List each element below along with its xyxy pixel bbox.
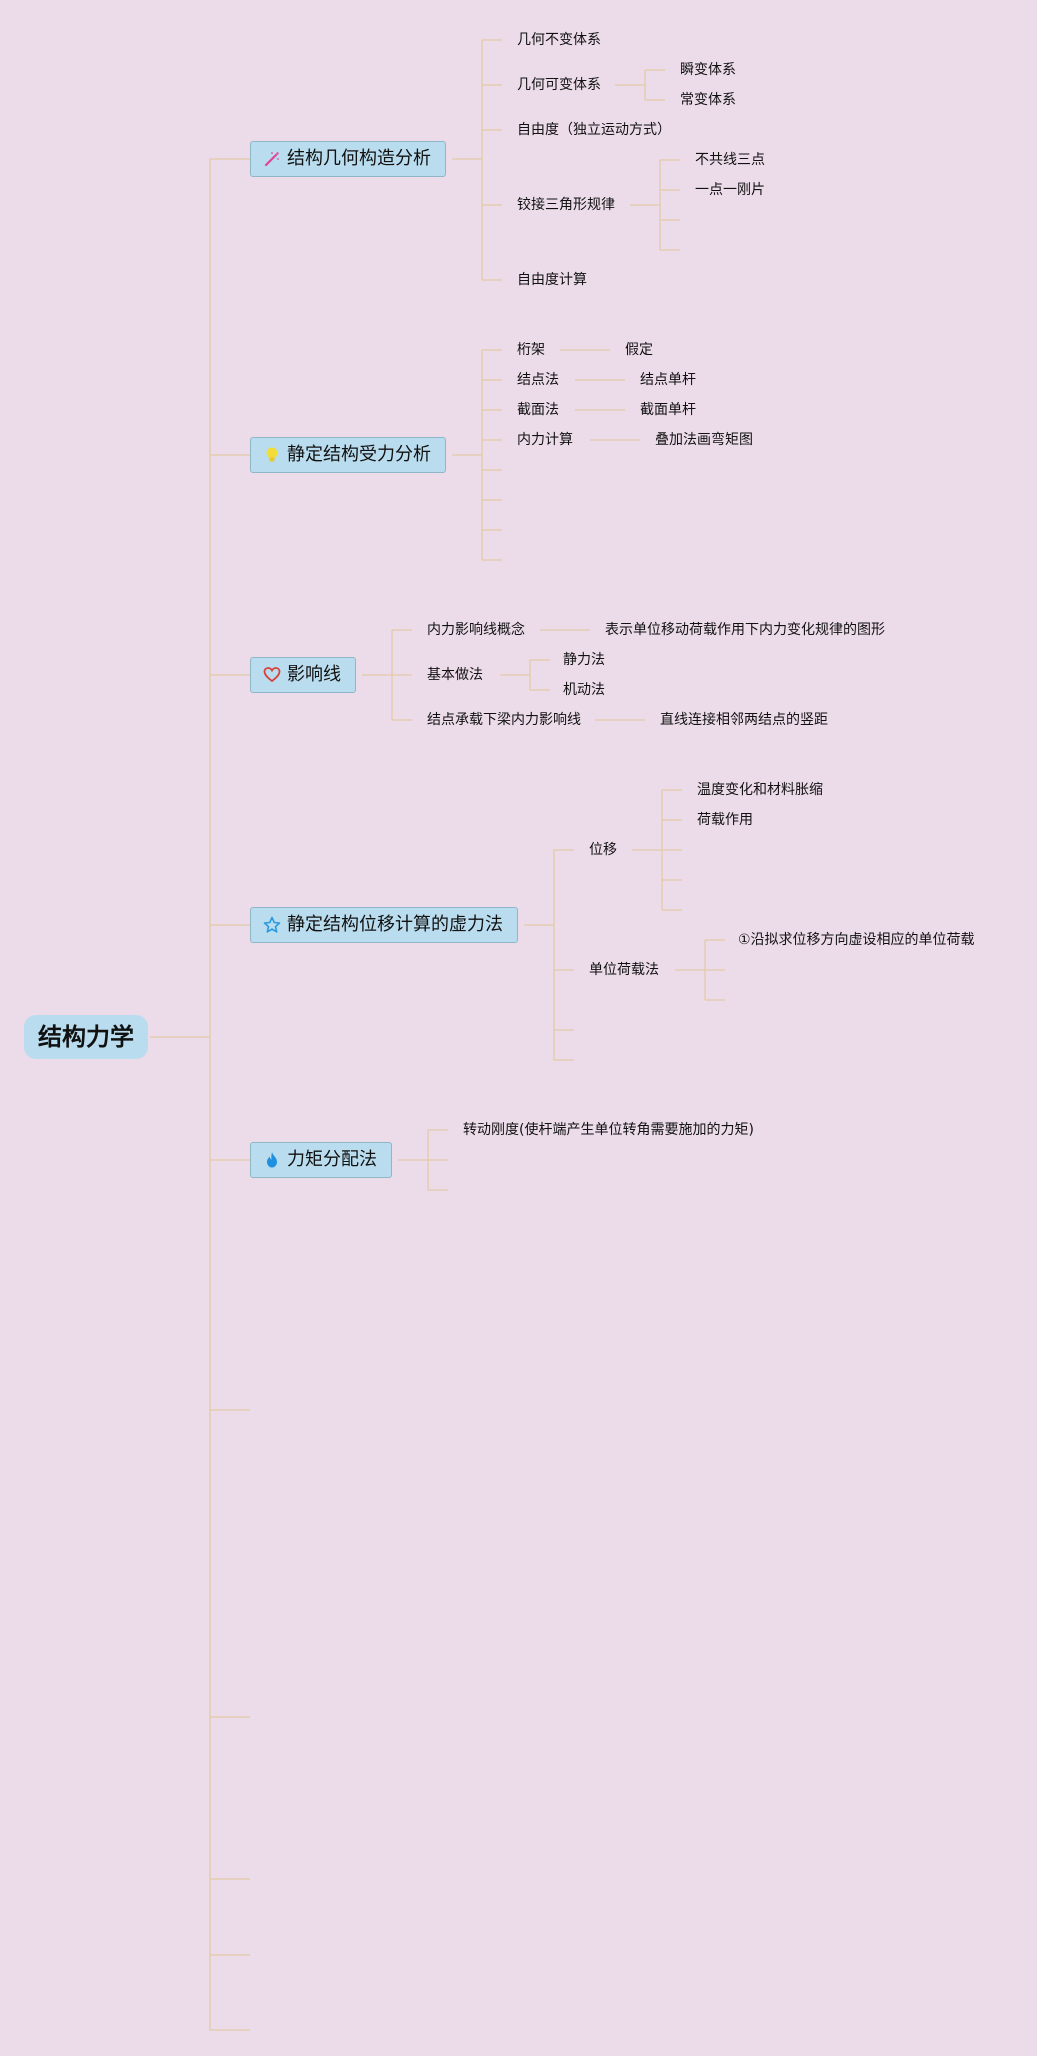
subtopic-label[interactable]: 单位荷载法 xyxy=(589,962,659,978)
topic-virtual-force-method[interactable]: 静定结构位移计算的虚力法 xyxy=(250,907,518,943)
subtopic-label[interactable]: 铰接三角形规律 xyxy=(517,197,615,213)
heart-icon xyxy=(263,667,281,683)
root-topic[interactable]: 结构力学 xyxy=(24,1015,148,1059)
subtopic-label[interactable]: 几何不变体系 xyxy=(517,32,601,48)
subtopic-label[interactable]: 结点单杆 xyxy=(640,372,696,388)
subtopic-label[interactable]: 瞬变体系 xyxy=(680,62,736,78)
topic-label: 静定结构位移计算的虚力法 xyxy=(287,914,503,935)
subtopic-label[interactable]: 表示单位移动荷载作用下内力变化规律的图形 xyxy=(605,622,885,638)
topic-static-force-analysis[interactable]: 静定结构受力分析 xyxy=(250,437,446,473)
flame-icon xyxy=(267,1152,277,1168)
topic-label: 结构几何构造分析 xyxy=(287,148,431,169)
subtopic-label[interactable]: 桁架 xyxy=(517,342,545,358)
subtopic-label[interactable]: 不共线三点 xyxy=(695,152,765,168)
subtopic-label[interactable]: 荷载作用 xyxy=(697,812,753,828)
subtopic-label[interactable]: 基本做法 xyxy=(427,667,483,683)
subtopic-label[interactable]: 几何可变体系 xyxy=(517,77,601,93)
topic-label: 影响线 xyxy=(287,664,341,685)
topic-label: 力矩分配法 xyxy=(287,1149,377,1170)
subtopic-label[interactable]: 温度变化和材料胀缩 xyxy=(697,782,823,798)
topic-moment-distribution[interactable]: 力矩分配法 xyxy=(250,1142,392,1178)
lightbulb-icon xyxy=(266,447,278,462)
subtopic-label[interactable]: 叠加法画弯矩图 xyxy=(655,432,753,448)
subtopic-label[interactable]: 内力计算 xyxy=(517,432,573,448)
star-icon xyxy=(263,916,281,933)
subtopic-label[interactable]: 静力法 xyxy=(563,652,605,668)
subtopic-label[interactable]: 位移 xyxy=(589,842,617,858)
subtopic-label[interactable]: 常变体系 xyxy=(680,92,736,108)
subtopic-label[interactable]: ①沿拟求位移方向虚设相应的单位荷载 xyxy=(738,932,975,948)
subtopic-label[interactable]: 内力影响线概念 xyxy=(427,622,525,638)
subtopic-label[interactable]: 结点承载下梁内力影响线 xyxy=(427,712,581,728)
subtopic-label[interactable]: 截面单杆 xyxy=(640,402,696,418)
subtopic-label[interactable]: 一点一刚片 xyxy=(695,182,765,198)
magic-wand-icon xyxy=(264,152,279,167)
subtopic-label[interactable]: 截面法 xyxy=(517,402,559,418)
topic-geometric-construction[interactable]: 结构几何构造分析 xyxy=(250,141,446,177)
subtopic-label[interactable]: 转动刚度(使杆端产生单位转角需要施加的力矩) xyxy=(463,1122,754,1138)
topic-influence-line[interactable]: 影响线 xyxy=(250,657,356,693)
subtopic-label[interactable]: 假定 xyxy=(625,342,653,358)
subtopic-label[interactable]: 自由度计算 xyxy=(517,272,587,288)
subtopic-label[interactable]: 自由度（独立运动方式） xyxy=(517,122,671,138)
topic-label: 静定结构受力分析 xyxy=(287,444,431,465)
subtopic-label[interactable]: 机动法 xyxy=(563,682,605,698)
subtopic-label[interactable]: 直线连接相邻两结点的竖距 xyxy=(660,712,828,728)
subtopic-label[interactable]: 结点法 xyxy=(517,372,559,388)
